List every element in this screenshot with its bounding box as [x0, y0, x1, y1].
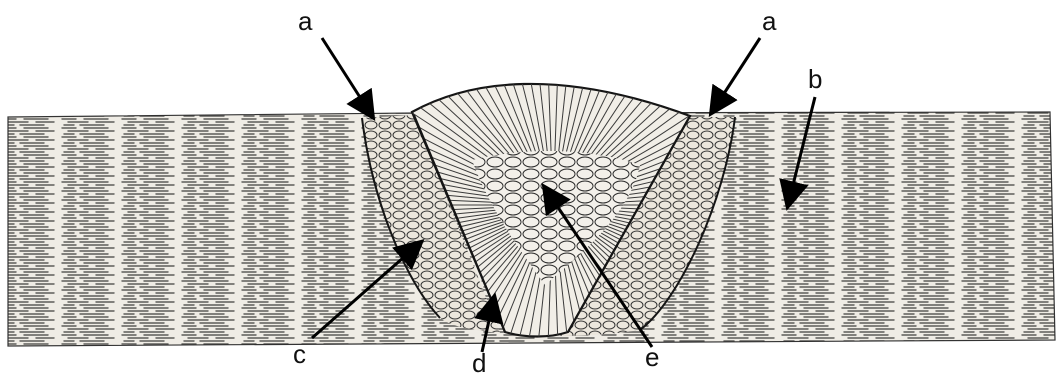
label-b: b — [808, 64, 822, 94]
label-a-right: a — [762, 6, 777, 36]
arrow-a-right — [712, 38, 760, 112]
label-a-left: a — [298, 6, 313, 36]
label-e: e — [645, 342, 659, 372]
arrow-a-left — [322, 38, 372, 116]
label-c: c — [293, 339, 306, 369]
label-d: d — [472, 348, 486, 373]
